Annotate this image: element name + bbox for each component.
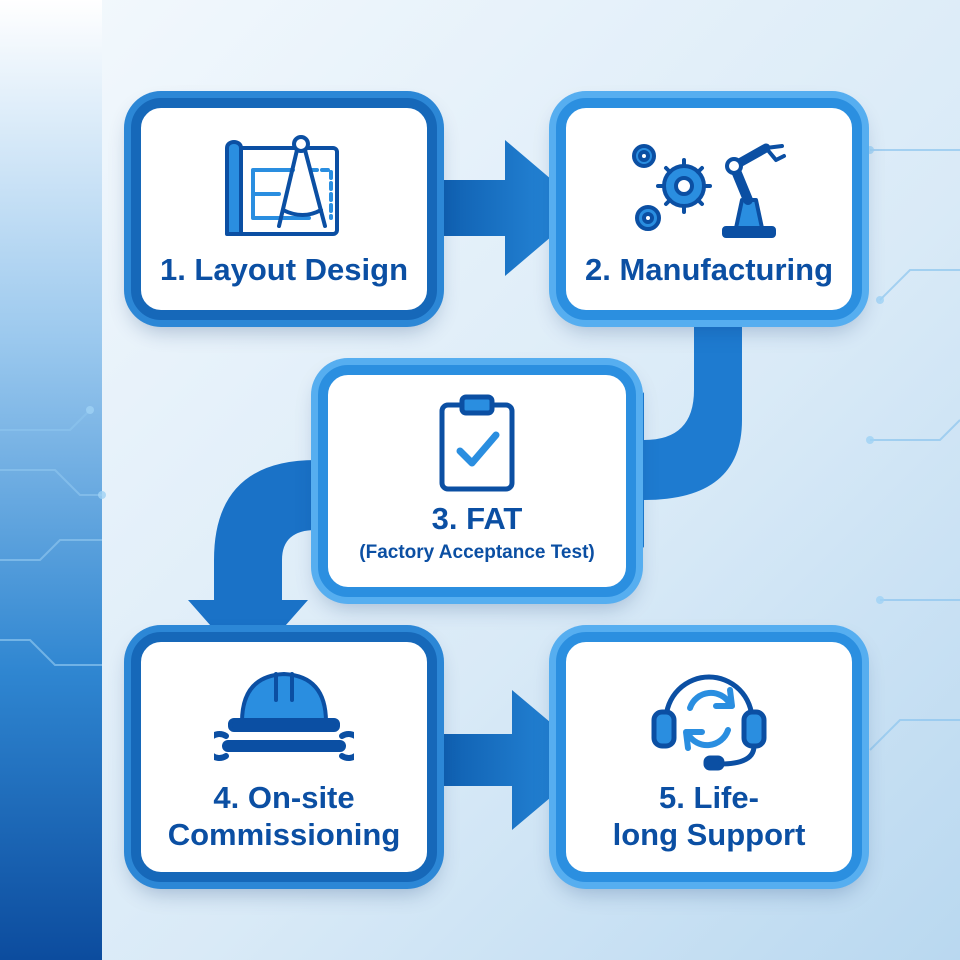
headset-refresh-icon: [651, 674, 767, 771]
arrow-step3-to-step4: [188, 460, 316, 668]
blueprint-compass-icon: [225, 135, 339, 236]
step-sublabel: (Factory Acceptance Test): [359, 541, 595, 563]
hardhat-wrench-icon: [214, 672, 354, 761]
step-label: 4. On-site Commissioning: [167, 780, 401, 852]
small-gear-icon: [632, 144, 656, 168]
step-card-commissioning: 4. On-site Commissioning: [131, 632, 437, 882]
arrow-step1-to-step2: [440, 140, 585, 276]
step-label: 2. Manufacturing: [584, 252, 833, 287]
large-gear-icon: [656, 158, 712, 214]
arrow-step4-to-step5: [440, 690, 595, 830]
step-card-layout-design: 1. Layout Design: [131, 98, 437, 320]
step-label: 1. Layout Design: [159, 252, 409, 287]
step-card-manufacturing: 2. Manufacturing: [556, 98, 862, 320]
step-card-support: 5. Life- long Support: [556, 632, 862, 882]
gears-robot-arm-icon: [632, 143, 786, 238]
bottom-gear-icon: [635, 205, 661, 231]
step-label: 5. Life- long Support: [612, 780, 806, 852]
step-label: 3. FAT: [431, 501, 523, 536]
robot-arm-icon: [722, 143, 786, 238]
clipboard-check-icon: [439, 394, 515, 492]
step-card-fat: 3. FAT (Factory Acceptance Test): [318, 365, 636, 597]
